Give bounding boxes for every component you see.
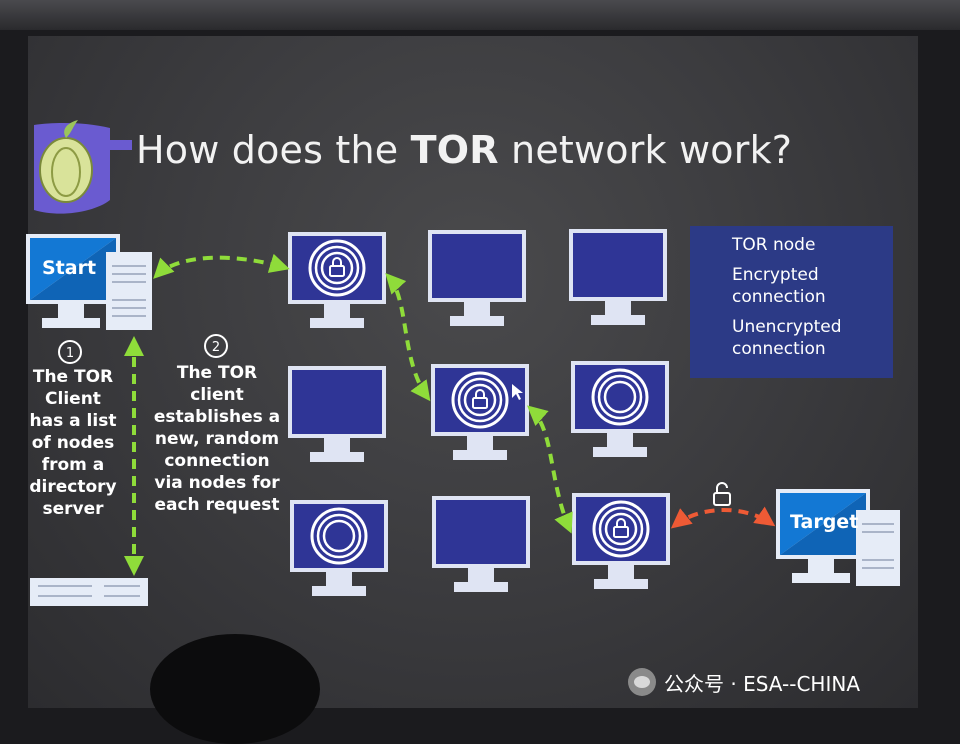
- target-label: Target: [790, 511, 859, 533]
- legend-encrypted-label: Encrypted connection: [732, 264, 826, 308]
- audience-head-silhouette: [150, 634, 320, 744]
- step-2-marker: 2: [204, 334, 228, 358]
- step-2-line: establishes a: [153, 407, 281, 427]
- node-monitor-1: [288, 232, 386, 328]
- step-1-line: from a: [41, 455, 105, 475]
- step-2-caption: The TOR client establishes a new, random…: [150, 362, 284, 516]
- watermark: 公众号 · ESA--CHINA: [628, 668, 860, 696]
- title-prefix: How does the: [136, 128, 411, 172]
- encrypted-arrow-node2-node3: [527, 405, 573, 534]
- tor-node-rings-icon: [310, 507, 368, 565]
- tor-onion-logo: [34, 120, 132, 214]
- step-2-line: client: [190, 385, 244, 405]
- step-1-caption: The TOR Client has a list of nodes from …: [14, 366, 132, 520]
- start-computer: [26, 234, 152, 330]
- node-monitors: [288, 229, 670, 596]
- node-monitor-4: [288, 366, 386, 462]
- connections: [124, 253, 776, 576]
- unencrypted-arrow-node3-target: [670, 506, 776, 529]
- target-computer: [776, 489, 900, 586]
- node-monitor-8: [432, 496, 530, 592]
- encrypted-arrow-start-node1: [153, 253, 290, 279]
- node-monitor-7: [290, 500, 388, 596]
- step-1-line: directory: [29, 477, 117, 497]
- legend-encrypted-line-2: connection: [732, 287, 826, 307]
- step-2-line: via nodes for: [154, 473, 280, 493]
- tor-node-lock-icon: [592, 500, 650, 558]
- tor-node-lock-icon: [308, 239, 366, 297]
- legend: [690, 226, 893, 378]
- step-2-line: each request: [154, 495, 280, 515]
- tor-node-rings-icon: [591, 368, 649, 426]
- encrypted-arrow-node1-node2: [385, 273, 431, 402]
- node-monitor-9: [572, 493, 670, 589]
- step-1-line: The TOR: [32, 367, 114, 387]
- start-label: Start: [42, 257, 97, 279]
- directory-server: [30, 578, 148, 606]
- step-1-line: Client: [45, 389, 101, 409]
- step-1-line: has a list: [29, 411, 117, 431]
- open-padlock-icon: [713, 482, 731, 506]
- legend-encrypted-line-1: Encrypted: [732, 265, 819, 285]
- legend-unencrypted-line-2: connection: [732, 339, 826, 359]
- node-monitor-3: [569, 229, 667, 325]
- step-2-line: connection: [164, 451, 270, 471]
- title-bold: TOR: [410, 128, 499, 172]
- node-monitor-5: [431, 364, 529, 460]
- step-1-line: of nodes: [31, 433, 115, 453]
- ceiling: [0, 0, 960, 30]
- step-2-line: new, random: [154, 429, 280, 449]
- svg-text:2: 2: [212, 340, 220, 355]
- legend-unencrypted-label: Unencrypted connection: [732, 316, 842, 360]
- node-monitor-6: [571, 361, 669, 457]
- slide-title: How does the TOR network work?: [136, 128, 792, 172]
- svg-text:1: 1: [66, 346, 74, 361]
- watermark-text: 公众号 · ESA--CHINA: [664, 671, 860, 696]
- title-suffix: network work?: [498, 128, 793, 172]
- legend-unencrypted-line-1: Unencrypted: [732, 317, 842, 337]
- step-1-marker: 1: [58, 340, 82, 364]
- tor-node-lock-icon: [451, 371, 509, 429]
- legend-tor-node-label: TOR node: [732, 235, 816, 255]
- mouse-cursor-icon: [512, 384, 523, 400]
- tor-diagram: 1 2: [26, 120, 900, 606]
- step-1-line: server: [42, 499, 104, 519]
- wechat-logo-icon: [628, 668, 656, 696]
- node-monitor-2: [428, 230, 526, 326]
- step-2-line: The TOR: [176, 363, 258, 383]
